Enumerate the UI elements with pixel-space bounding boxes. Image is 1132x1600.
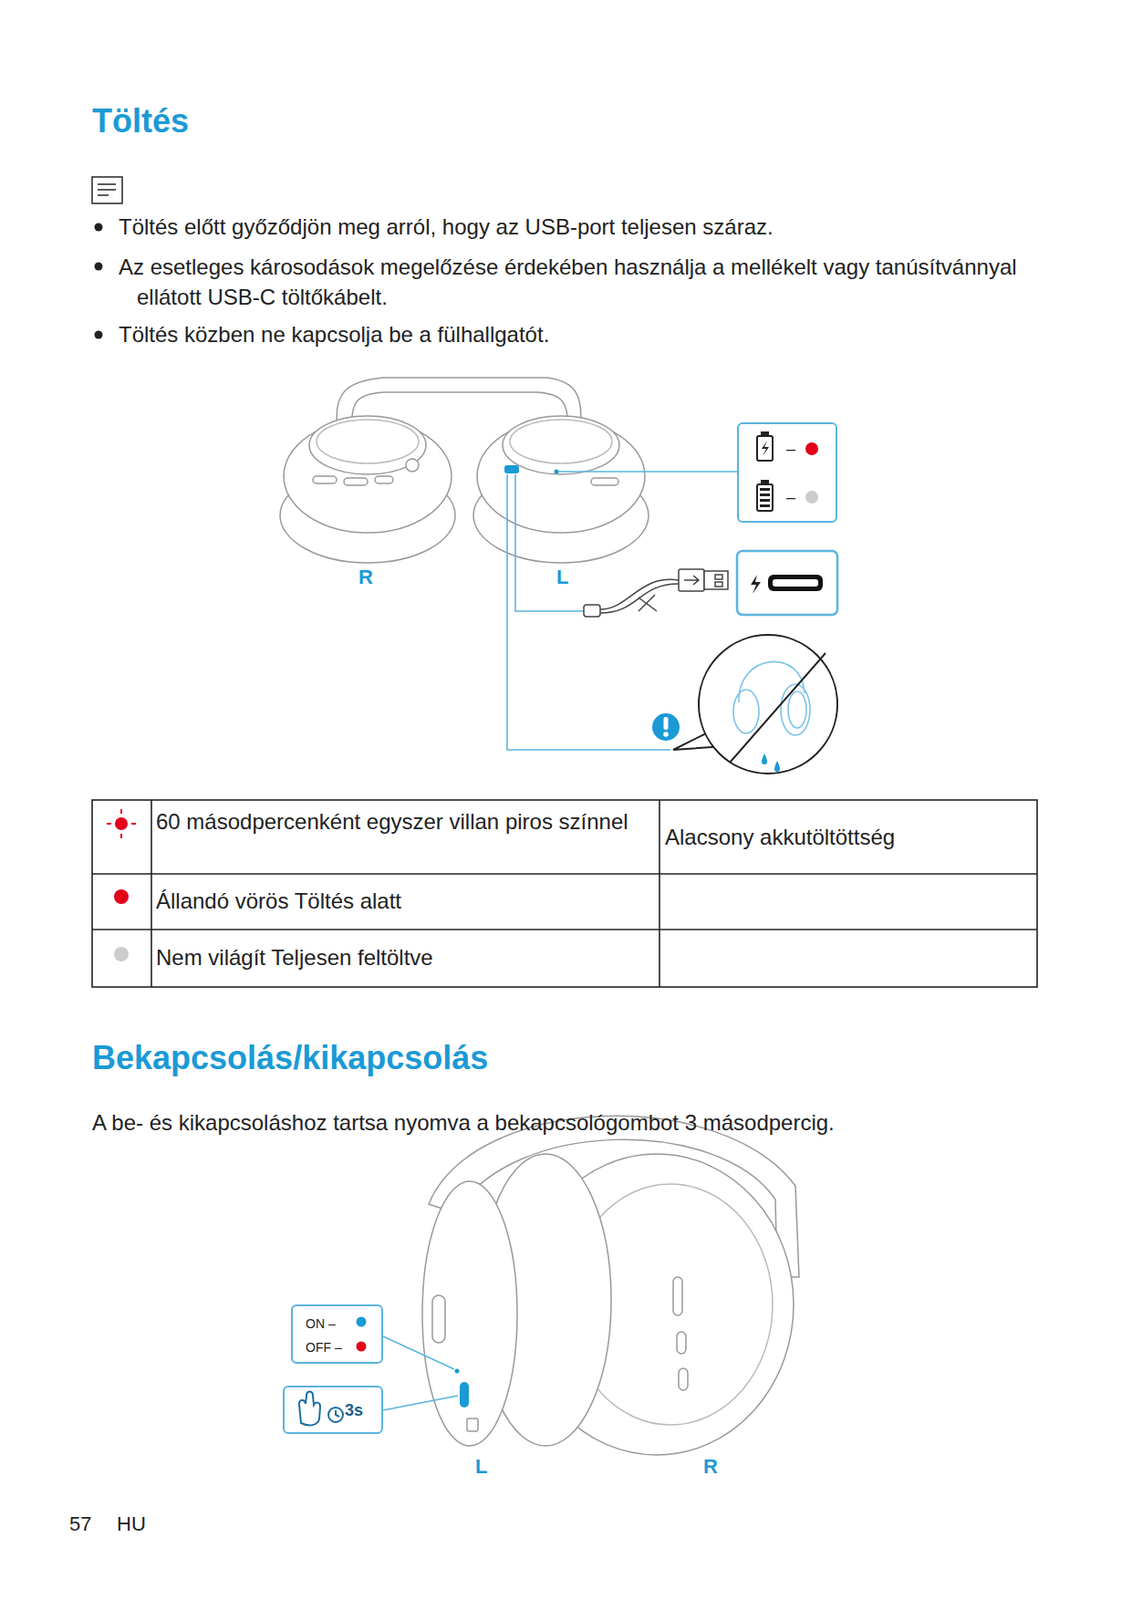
side-label: R xyxy=(703,1453,731,1481)
box-text: 3s xyxy=(344,1401,364,1422)
battery-status-box: –– xyxy=(737,422,838,523)
box-text: – xyxy=(786,439,796,460)
table-cell: Állandó vörös Töltés alatt xyxy=(155,886,654,915)
table-cell: Nem világít Teljesen feltöltve xyxy=(155,943,654,972)
press-icon xyxy=(299,1391,343,1426)
side-label: L xyxy=(475,1453,503,1481)
page-number: 57 xyxy=(69,1511,106,1538)
side-label: L xyxy=(556,564,584,592)
red-dot xyxy=(805,442,819,456)
grey-dot xyxy=(805,490,819,504)
warning-bubble xyxy=(652,634,838,774)
blue-dot xyxy=(356,1317,367,1328)
bullet-text: Az esetleges károsodások megelőzése érde… xyxy=(118,251,1040,312)
table-cell: 60 másodpercenként egyszer villan piros … xyxy=(155,807,654,836)
box-text: OFF – xyxy=(305,1339,343,1356)
section-heading: Bekapcsolás/kikapcsolás xyxy=(92,1037,822,1081)
side-label: R xyxy=(358,564,386,592)
headphones-side xyxy=(422,1115,800,1455)
bullet-text: Töltés közben ne kapcsolja be a fülhallg… xyxy=(118,320,1031,349)
power-box xyxy=(737,550,838,615)
led xyxy=(554,469,560,475)
grey-dot xyxy=(114,946,129,962)
headphones-folded xyxy=(280,377,649,563)
led xyxy=(455,1369,460,1374)
box-text: ON – xyxy=(305,1316,336,1332)
box-text: – xyxy=(786,488,796,509)
on-off-box: ON – OFF – xyxy=(290,1304,384,1364)
table-grid xyxy=(92,799,1038,987)
battery-icon xyxy=(757,432,773,511)
power-button xyxy=(459,1381,469,1408)
red-dot xyxy=(114,889,129,904)
usb-socket xyxy=(768,574,823,592)
bullet xyxy=(94,223,104,340)
page-title: Töltés xyxy=(92,100,640,144)
red-dot xyxy=(356,1341,367,1352)
usb-port xyxy=(504,465,520,474)
language-code: HU xyxy=(116,1511,172,1538)
usb-cable xyxy=(583,569,728,617)
bullet-text: Töltés előtt győződjön meg arról, hogy a… xyxy=(118,212,1031,241)
lightning xyxy=(750,574,761,594)
note-icon xyxy=(92,176,123,204)
paragraph: A be- és kikapcsoláshoz tartsa nyomva a … xyxy=(92,1108,1096,1137)
leader-line xyxy=(383,1336,458,1411)
hold-3s-box: 3s xyxy=(282,1385,384,1434)
table-cell: Alacsony akkutöltöttség xyxy=(664,822,1030,852)
blink-icon xyxy=(106,809,136,839)
